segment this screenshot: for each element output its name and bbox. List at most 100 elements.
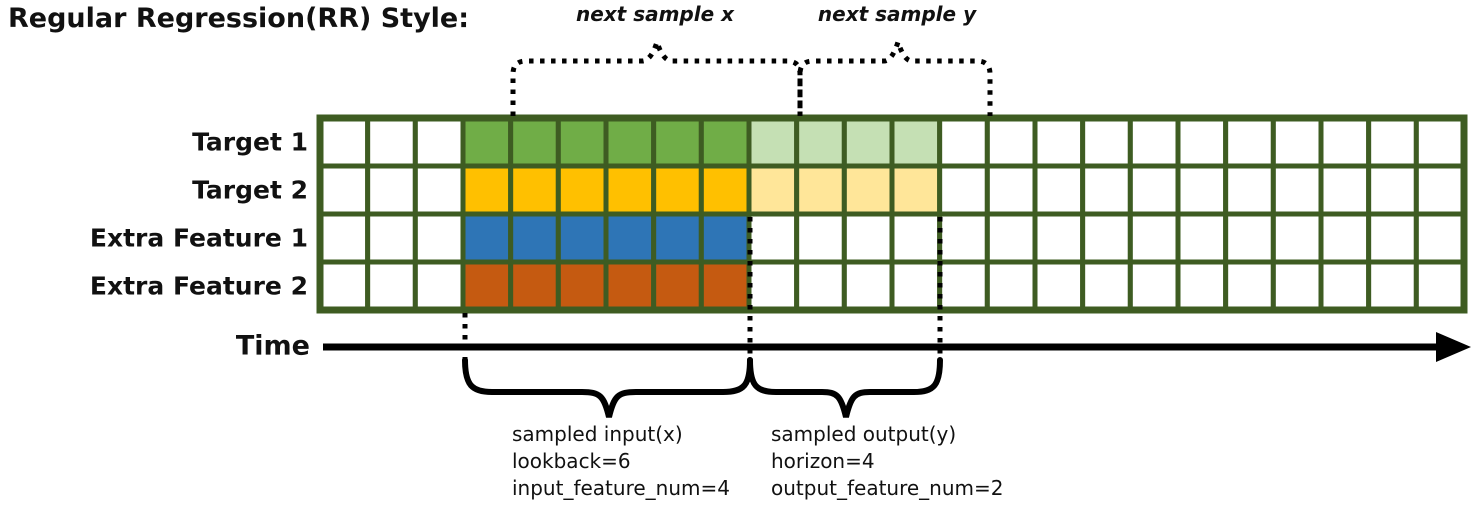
grid-cell <box>1032 259 1086 313</box>
grid-cell <box>1080 163 1133 217</box>
grid-cell <box>651 115 704 169</box>
grid-cell <box>1318 163 1372 217</box>
grid-cell <box>746 115 800 169</box>
grid-cell <box>984 211 1038 265</box>
sampled-input-line: sampled input(x) <box>512 422 683 446</box>
horizon-line: horizon=4 <box>771 449 875 473</box>
grid-cell <box>317 259 371 313</box>
grid-cell <box>937 115 990 169</box>
grid-cell <box>1270 259 1324 313</box>
grid-cell <box>1318 259 1372 313</box>
grid-cell <box>984 115 1038 169</box>
row-label-extra-feature-1: Extra Feature 1 <box>89 223 308 253</box>
grid-cell <box>746 163 800 217</box>
grid-cell <box>794 163 847 217</box>
grid-cell <box>1223 211 1276 265</box>
grid-cell <box>317 115 371 169</box>
grid-cell <box>1080 211 1133 265</box>
next-sample-x-brace <box>510 33 803 116</box>
grid-cell <box>1127 259 1181 313</box>
grid-cell <box>841 259 895 313</box>
grid-cell <box>508 211 561 265</box>
grid-cell <box>794 211 847 265</box>
grid-cell <box>603 163 657 217</box>
grid-cell <box>1175 115 1229 169</box>
diagram-title: Regular Regression(RR) Style: <box>8 3 470 34</box>
grid-cell <box>1080 259 1133 313</box>
grid-cell <box>1318 115 1372 169</box>
grid-cell <box>698 163 752 217</box>
grid-cell <box>365 259 418 313</box>
grid-cell <box>1175 211 1229 265</box>
grid-cell <box>1080 115 1133 169</box>
input-feature-num-line: input_feature_num=4 <box>512 476 730 500</box>
grid-cell <box>412 211 466 265</box>
grid-cell <box>412 115 466 169</box>
next-sample-y-brace <box>797 33 993 116</box>
grid-cell <box>1223 115 1276 169</box>
grid-cell <box>412 163 466 217</box>
grid-cell <box>555 163 609 217</box>
grid-cell <box>1032 115 1086 169</box>
row-label-target-2: Target 2 <box>192 175 308 205</box>
output-feature-num-line: output_feature_num=2 <box>771 476 1004 500</box>
grid-cell <box>698 115 752 169</box>
sampled-output-line: sampled output(y) <box>771 422 957 446</box>
grid-cell <box>555 211 609 265</box>
grid-cell <box>651 163 704 217</box>
grid-cell <box>1366 163 1419 217</box>
sampled-input-note: sampled input(x) lookback=6 input_featur… <box>512 421 730 502</box>
grid-cell <box>1366 211 1419 265</box>
grid-cell <box>1413 115 1467 169</box>
grid-cell <box>1366 259 1419 313</box>
grid-cell <box>460 115 514 169</box>
grid-cell <box>841 115 895 169</box>
grid-cell <box>889 259 943 313</box>
grid-cell <box>555 115 609 169</box>
sampled-output-brace <box>747 357 943 418</box>
grid-cell <box>937 163 990 217</box>
grid-cell <box>460 211 514 265</box>
grid-cell <box>1413 259 1467 313</box>
grid-cell <box>889 211 943 265</box>
grid-cell <box>1032 163 1086 217</box>
grid-cell <box>317 163 371 217</box>
grid-cell <box>746 211 800 265</box>
grid-cell <box>603 259 657 313</box>
grid-cell <box>984 259 1038 313</box>
row-label-extra-feature-2: Extra Feature 2 <box>89 271 308 301</box>
grid-cell <box>1032 211 1086 265</box>
grid-cell <box>603 211 657 265</box>
grid-cell <box>508 115 561 169</box>
next-sample-x-label: next sample x <box>575 2 735 26</box>
grid-cell <box>1270 115 1324 169</box>
grid-cell <box>889 163 943 217</box>
grid-cell <box>508 259 561 313</box>
grid-cell <box>1223 259 1276 313</box>
grid-cell <box>1127 115 1181 169</box>
sampled-input-brace <box>462 357 753 418</box>
grid-cell <box>841 211 895 265</box>
grid-cell <box>698 211 752 265</box>
grid-cell <box>1413 211 1467 265</box>
grid-cell <box>603 115 657 169</box>
grid-cell <box>1175 163 1229 217</box>
row-label-target-1: Target 1 <box>192 127 308 157</box>
grid-cell <box>937 259 990 313</box>
grid-cell <box>1270 163 1324 217</box>
next-sample-y-label: next sample y <box>817 2 977 26</box>
grid-cell <box>889 115 943 169</box>
grid-cell <box>365 115 418 169</box>
time-axis-arrow <box>323 332 1471 362</box>
grid-cell <box>1413 163 1467 217</box>
sampled-output-note: sampled output(y) horizon=4 output_featu… <box>771 421 1004 502</box>
grid-cell <box>555 259 609 313</box>
lookback-line: lookback=6 <box>512 449 631 473</box>
grid-cell <box>508 163 561 217</box>
grid-cell <box>365 211 418 265</box>
grid-outline <box>316 114 1468 314</box>
time-axis-label: Time <box>235 330 310 362</box>
grid-cell <box>651 211 704 265</box>
